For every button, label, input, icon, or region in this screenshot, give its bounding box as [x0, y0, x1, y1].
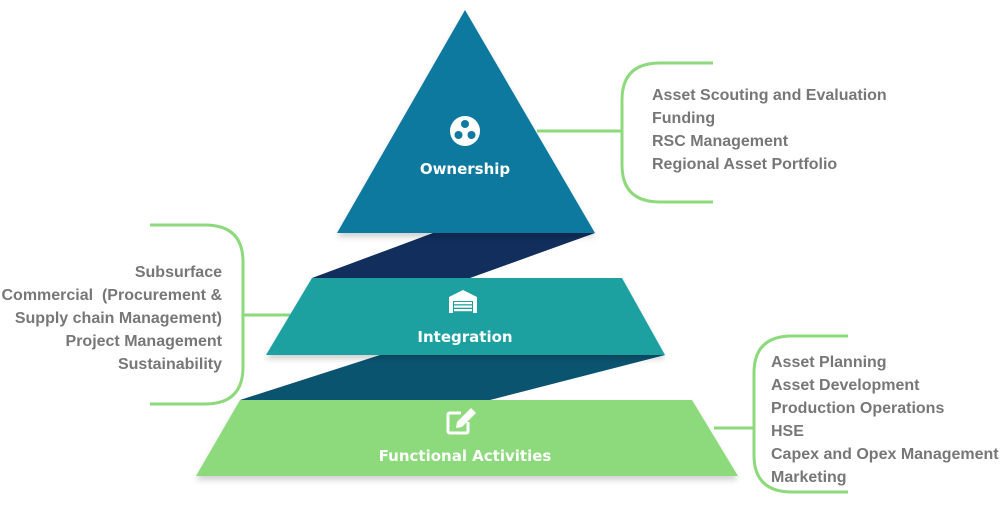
edit-icon — [446, 408, 476, 435]
list-item: Asset Planning — [771, 354, 887, 371]
list-item: Commercial (Procurement & — [1, 287, 222, 304]
list-item: Production Operations — [771, 400, 945, 417]
list-item: Supply chain Management) — [14, 310, 222, 327]
share-circle-icon — [450, 116, 480, 146]
functional-tier[interactable] — [196, 400, 738, 476]
list-item: Subsurface — [134, 264, 222, 281]
bracket-lines — [150, 61, 848, 494]
list-item: Asset Development — [771, 377, 920, 394]
integration-label: Integration — [417, 328, 513, 346]
list-item: Asset Scouting and Evaluation — [652, 87, 887, 104]
functional-bracket — [752, 334, 848, 494]
list-item: Project Management — [65, 333, 222, 350]
list-item: Capex and Opex Management — [771, 446, 999, 463]
functional-activities-label: Functional Activities — [378, 447, 552, 465]
lower-connector-band — [240, 355, 665, 400]
integration-tier[interactable] — [266, 278, 665, 355]
ownership-list: Asset Scouting and Evaluation Funding RS… — [652, 84, 887, 176]
functional-list: Asset Planning Asset Development Product… — [771, 351, 999, 489]
garage-icon — [449, 290, 477, 313]
list-item: Funding — [652, 110, 716, 127]
list-item: Sustainability — [117, 356, 222, 373]
list-item: Regional Asset Portfolio — [652, 156, 838, 173]
list-item: RSC Management — [652, 133, 789, 150]
integration-list: Subsurface Commercial (Procurement & Sup… — [1, 261, 222, 376]
upper-connector-band — [312, 233, 595, 278]
ownership-label: Ownership — [419, 160, 511, 178]
list-item: Marketing — [771, 469, 847, 486]
list-item: HSE — [771, 423, 804, 440]
